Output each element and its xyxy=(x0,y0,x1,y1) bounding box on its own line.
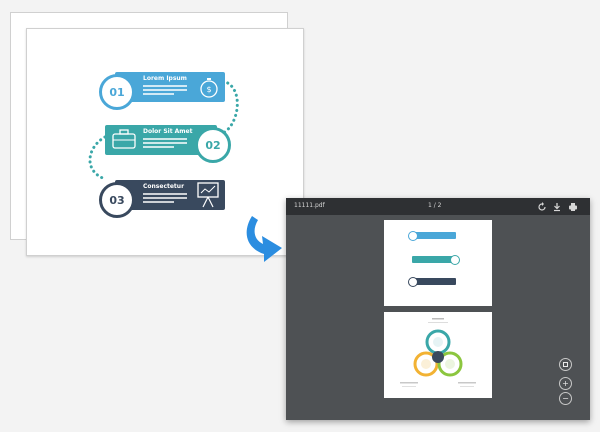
print-icon[interactable] xyxy=(568,202,578,212)
viewer-toolbar: 11111.pdf 1 / 2 xyxy=(286,198,590,215)
pdf-viewer: 11111.pdf 1 / 2 xyxy=(286,198,590,420)
step-03-badge: 03 xyxy=(99,182,135,218)
step-03-title: Consectetur xyxy=(143,183,185,190)
pdf-page-1[interactable] xyxy=(384,220,492,306)
page-1-badge-2 xyxy=(450,255,460,265)
file-name: 11111.pdf xyxy=(294,202,325,209)
stopwatch-dollar-icon: $ xyxy=(200,78,218,98)
step-01-text-lines xyxy=(143,85,187,97)
page-2-cycle-diagram xyxy=(400,318,476,387)
step-01-badge: 01 xyxy=(99,74,135,110)
convert-arrow-icon xyxy=(246,216,282,262)
zoom-in-button[interactable]: + xyxy=(559,377,572,390)
svg-text:$: $ xyxy=(206,85,211,94)
fit-icon xyxy=(563,362,568,367)
step-02-text-lines xyxy=(143,138,187,150)
rotate-icon[interactable] xyxy=(537,202,547,212)
step-02-badge: 02 xyxy=(195,127,231,163)
download-icon[interactable] xyxy=(552,202,562,212)
document-sheet-front: 01 Lorem Ipsum $ 02 Dolor Sit Amet 03 Co… xyxy=(26,28,304,256)
step-01-title: Lorem Ipsum xyxy=(143,75,187,82)
page-1-band-3 xyxy=(414,278,456,285)
zoom-out-button[interactable]: − xyxy=(559,392,572,405)
page-indicator: 1 / 2 xyxy=(428,202,442,209)
step-03-text-lines xyxy=(143,193,187,205)
page-1-band-1 xyxy=(414,232,456,239)
dotted-connectors xyxy=(88,79,239,181)
step-02-title: Dolor Sit Amet xyxy=(143,128,193,135)
fit-page-button[interactable] xyxy=(559,358,572,371)
page-1-badge-1 xyxy=(408,231,418,241)
presentation-board-icon xyxy=(197,182,219,208)
briefcase-icon xyxy=(112,129,136,149)
page-1-band-2 xyxy=(412,256,454,263)
pdf-page-2[interactable] xyxy=(384,312,492,398)
page-1-badge-3 xyxy=(408,277,418,287)
